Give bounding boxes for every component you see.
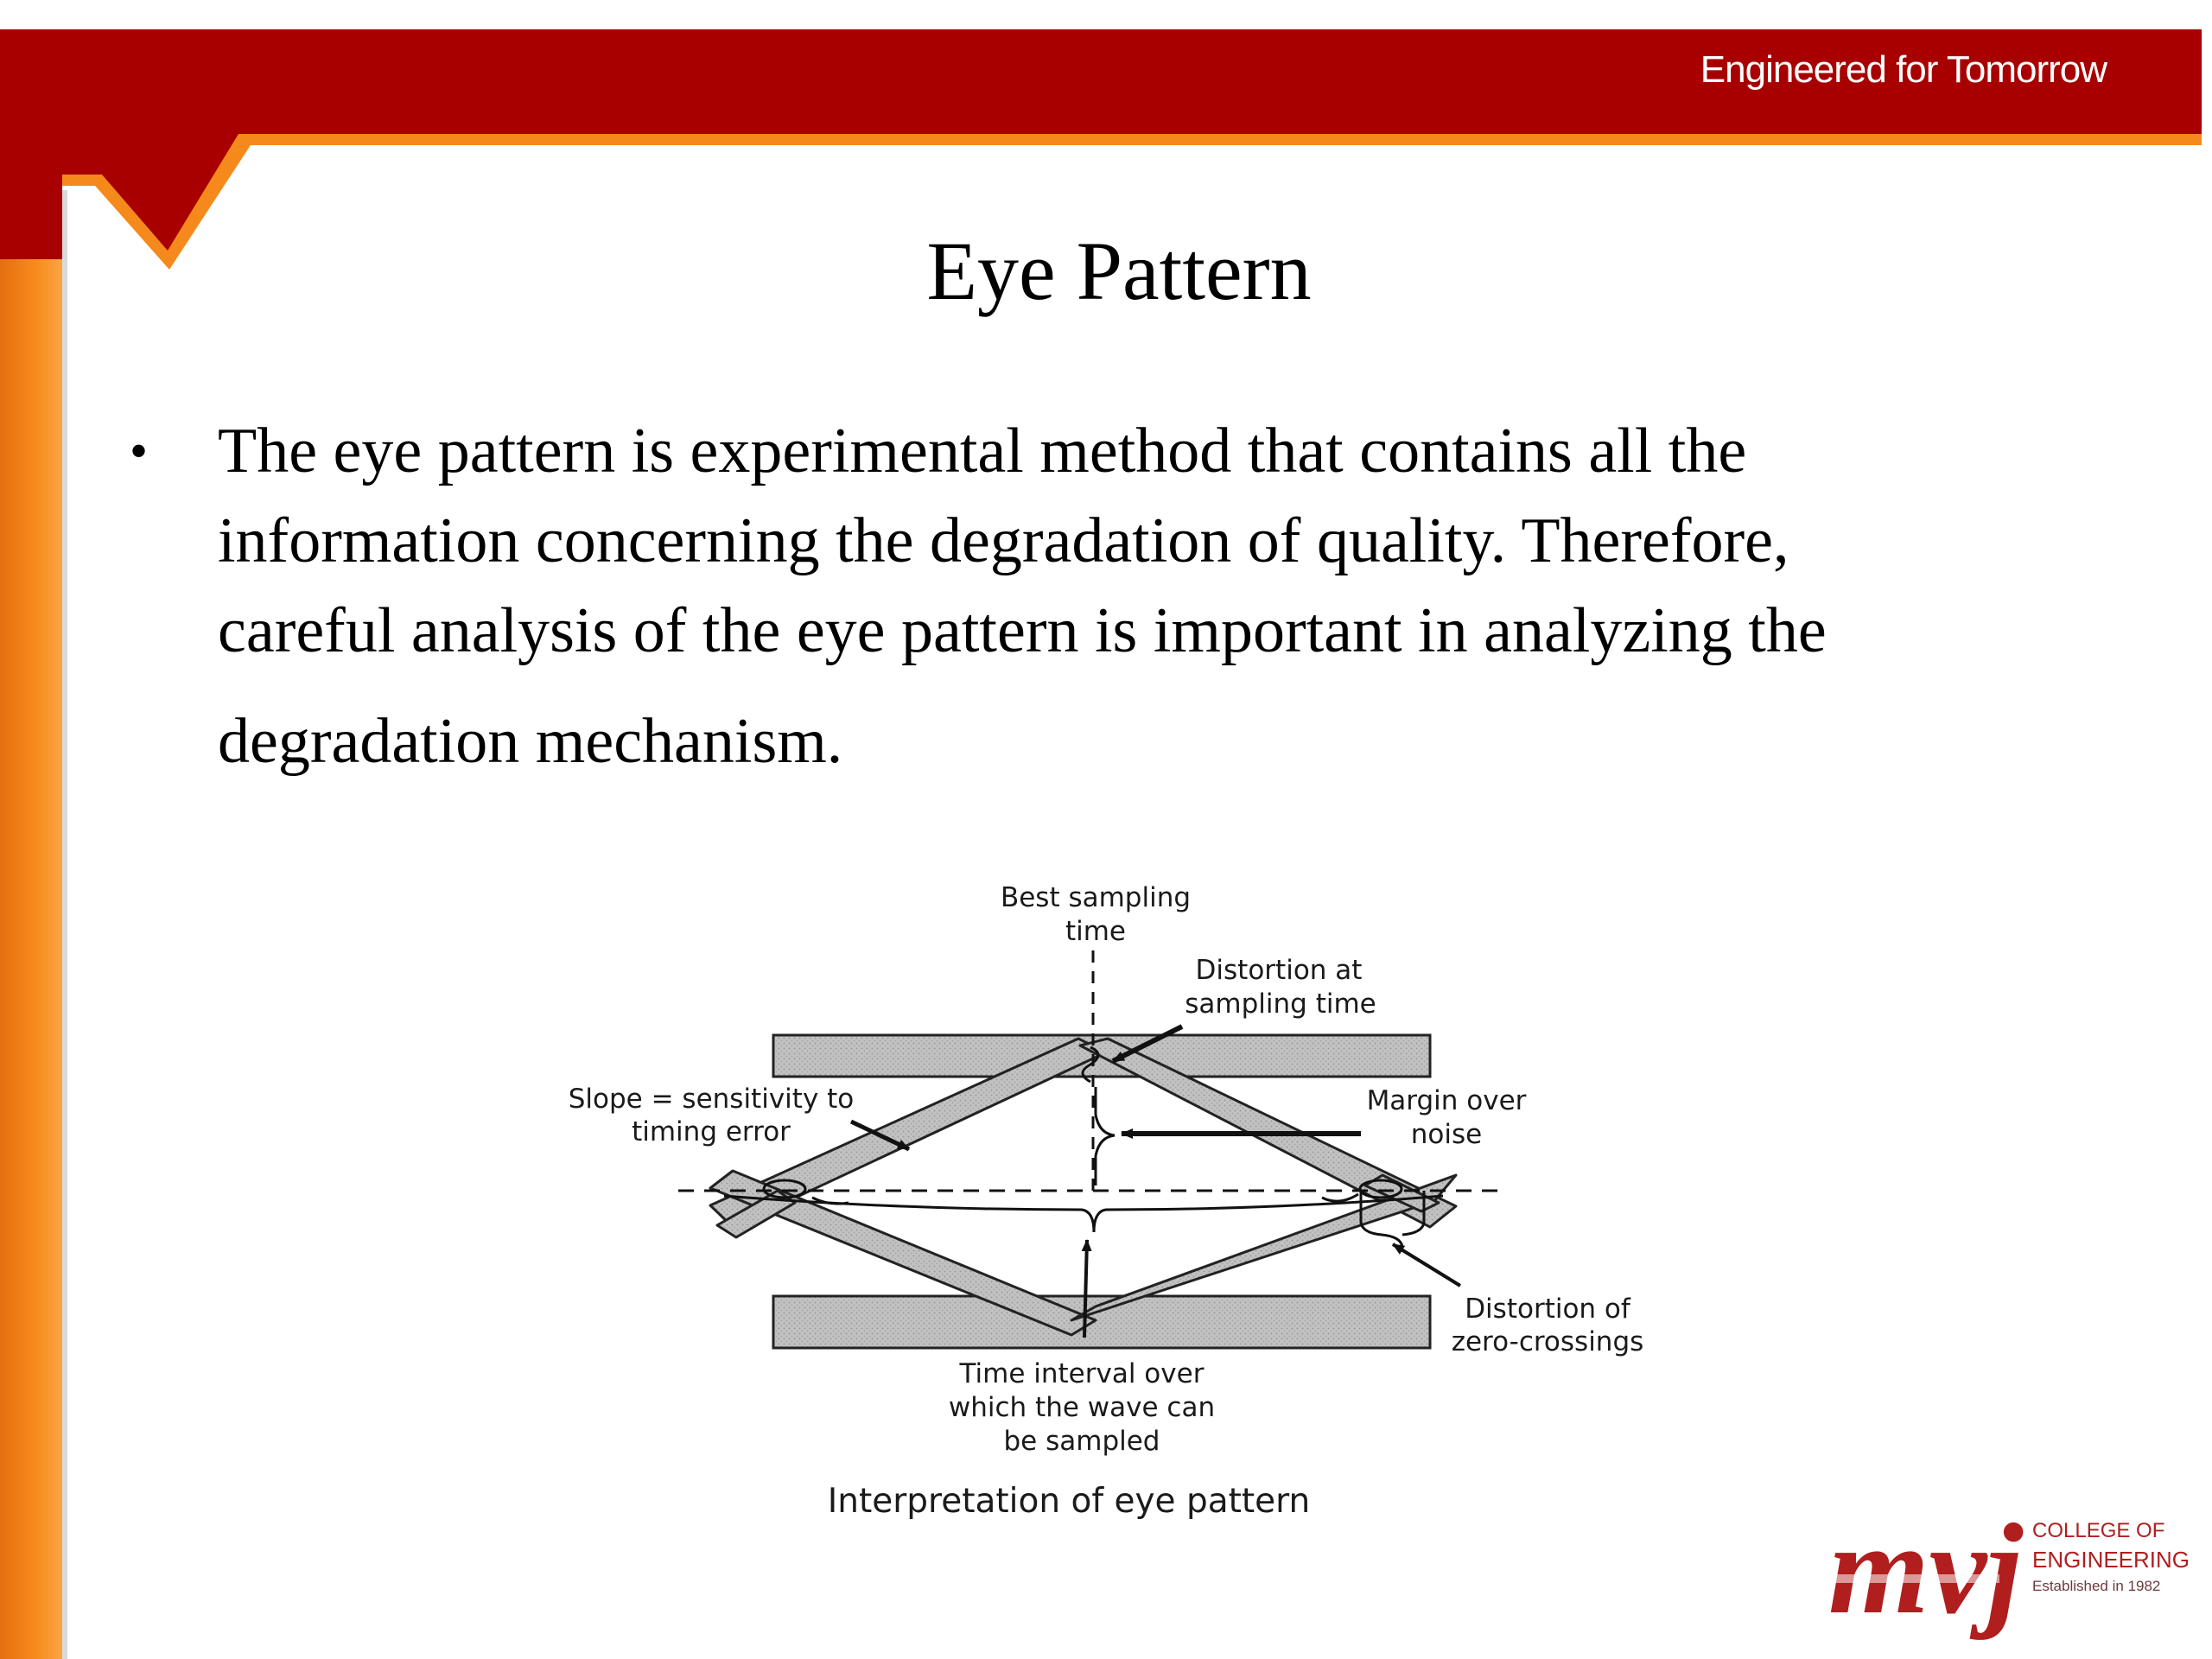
label-margin-1: Margin over	[1367, 1085, 1527, 1116]
header-tagline: Engineered for Tomorrow	[1700, 48, 2107, 91]
bullet-line: information concerning the degradation o…	[218, 505, 1789, 576]
label-zero-cross-1: Distortion of	[1465, 1294, 1631, 1325]
slide-title: Eye Pattern	[926, 225, 1312, 317]
left-accent-shadow	[62, 190, 67, 1659]
label-distortion-sampling-1: Distortion at	[1196, 955, 1363, 986]
label-interval-3: be sampled	[1004, 1426, 1160, 1457]
label-interval-1: Time interval over	[959, 1358, 1205, 1389]
label-slope-1: Slope = sensitivity to	[569, 1084, 855, 1115]
label-slope-2: timing error	[632, 1116, 791, 1147]
logo-line-college: COLLEGE OF	[2032, 1519, 2165, 1542]
bullet-marker: •	[130, 423, 149, 480]
bullet-line: careful analysis of the eye pattern is i…	[218, 595, 1827, 666]
bullet-line: degradation mechanism.	[218, 706, 843, 777]
label-best-sampling-1: Best sampling	[1001, 882, 1191, 913]
zero-crossing-right	[1358, 1179, 1403, 1199]
label-margin-2: noise	[1411, 1119, 1482, 1150]
label-distortion-sampling-2: sampling time	[1185, 988, 1376, 1020]
logo-line-established: Established in 1982	[2032, 1578, 2161, 1594]
bullet-line: The eye pattern is experimental method t…	[218, 416, 1747, 486]
diagram-caption: Interpretation of eye pattern	[828, 1482, 1311, 1521]
bullet-item: • The eye pattern is experimental method…	[130, 406, 2117, 786]
label-zero-cross-2: zero-crossings	[1452, 1326, 1644, 1357]
logo-line-engineering: ENGINEERING	[2032, 1547, 2190, 1573]
college-logo: mvj	[1827, 1497, 2024, 1640]
logo-mark-text: mvj	[1828, 1497, 2024, 1640]
zero-crossing-left	[762, 1179, 807, 1199]
label-best-sampling-2: time	[1065, 916, 1126, 947]
label-interval-2: which the wave can	[949, 1392, 1215, 1423]
bullet-list: • The eye pattern is experimental method…	[130, 406, 2117, 786]
